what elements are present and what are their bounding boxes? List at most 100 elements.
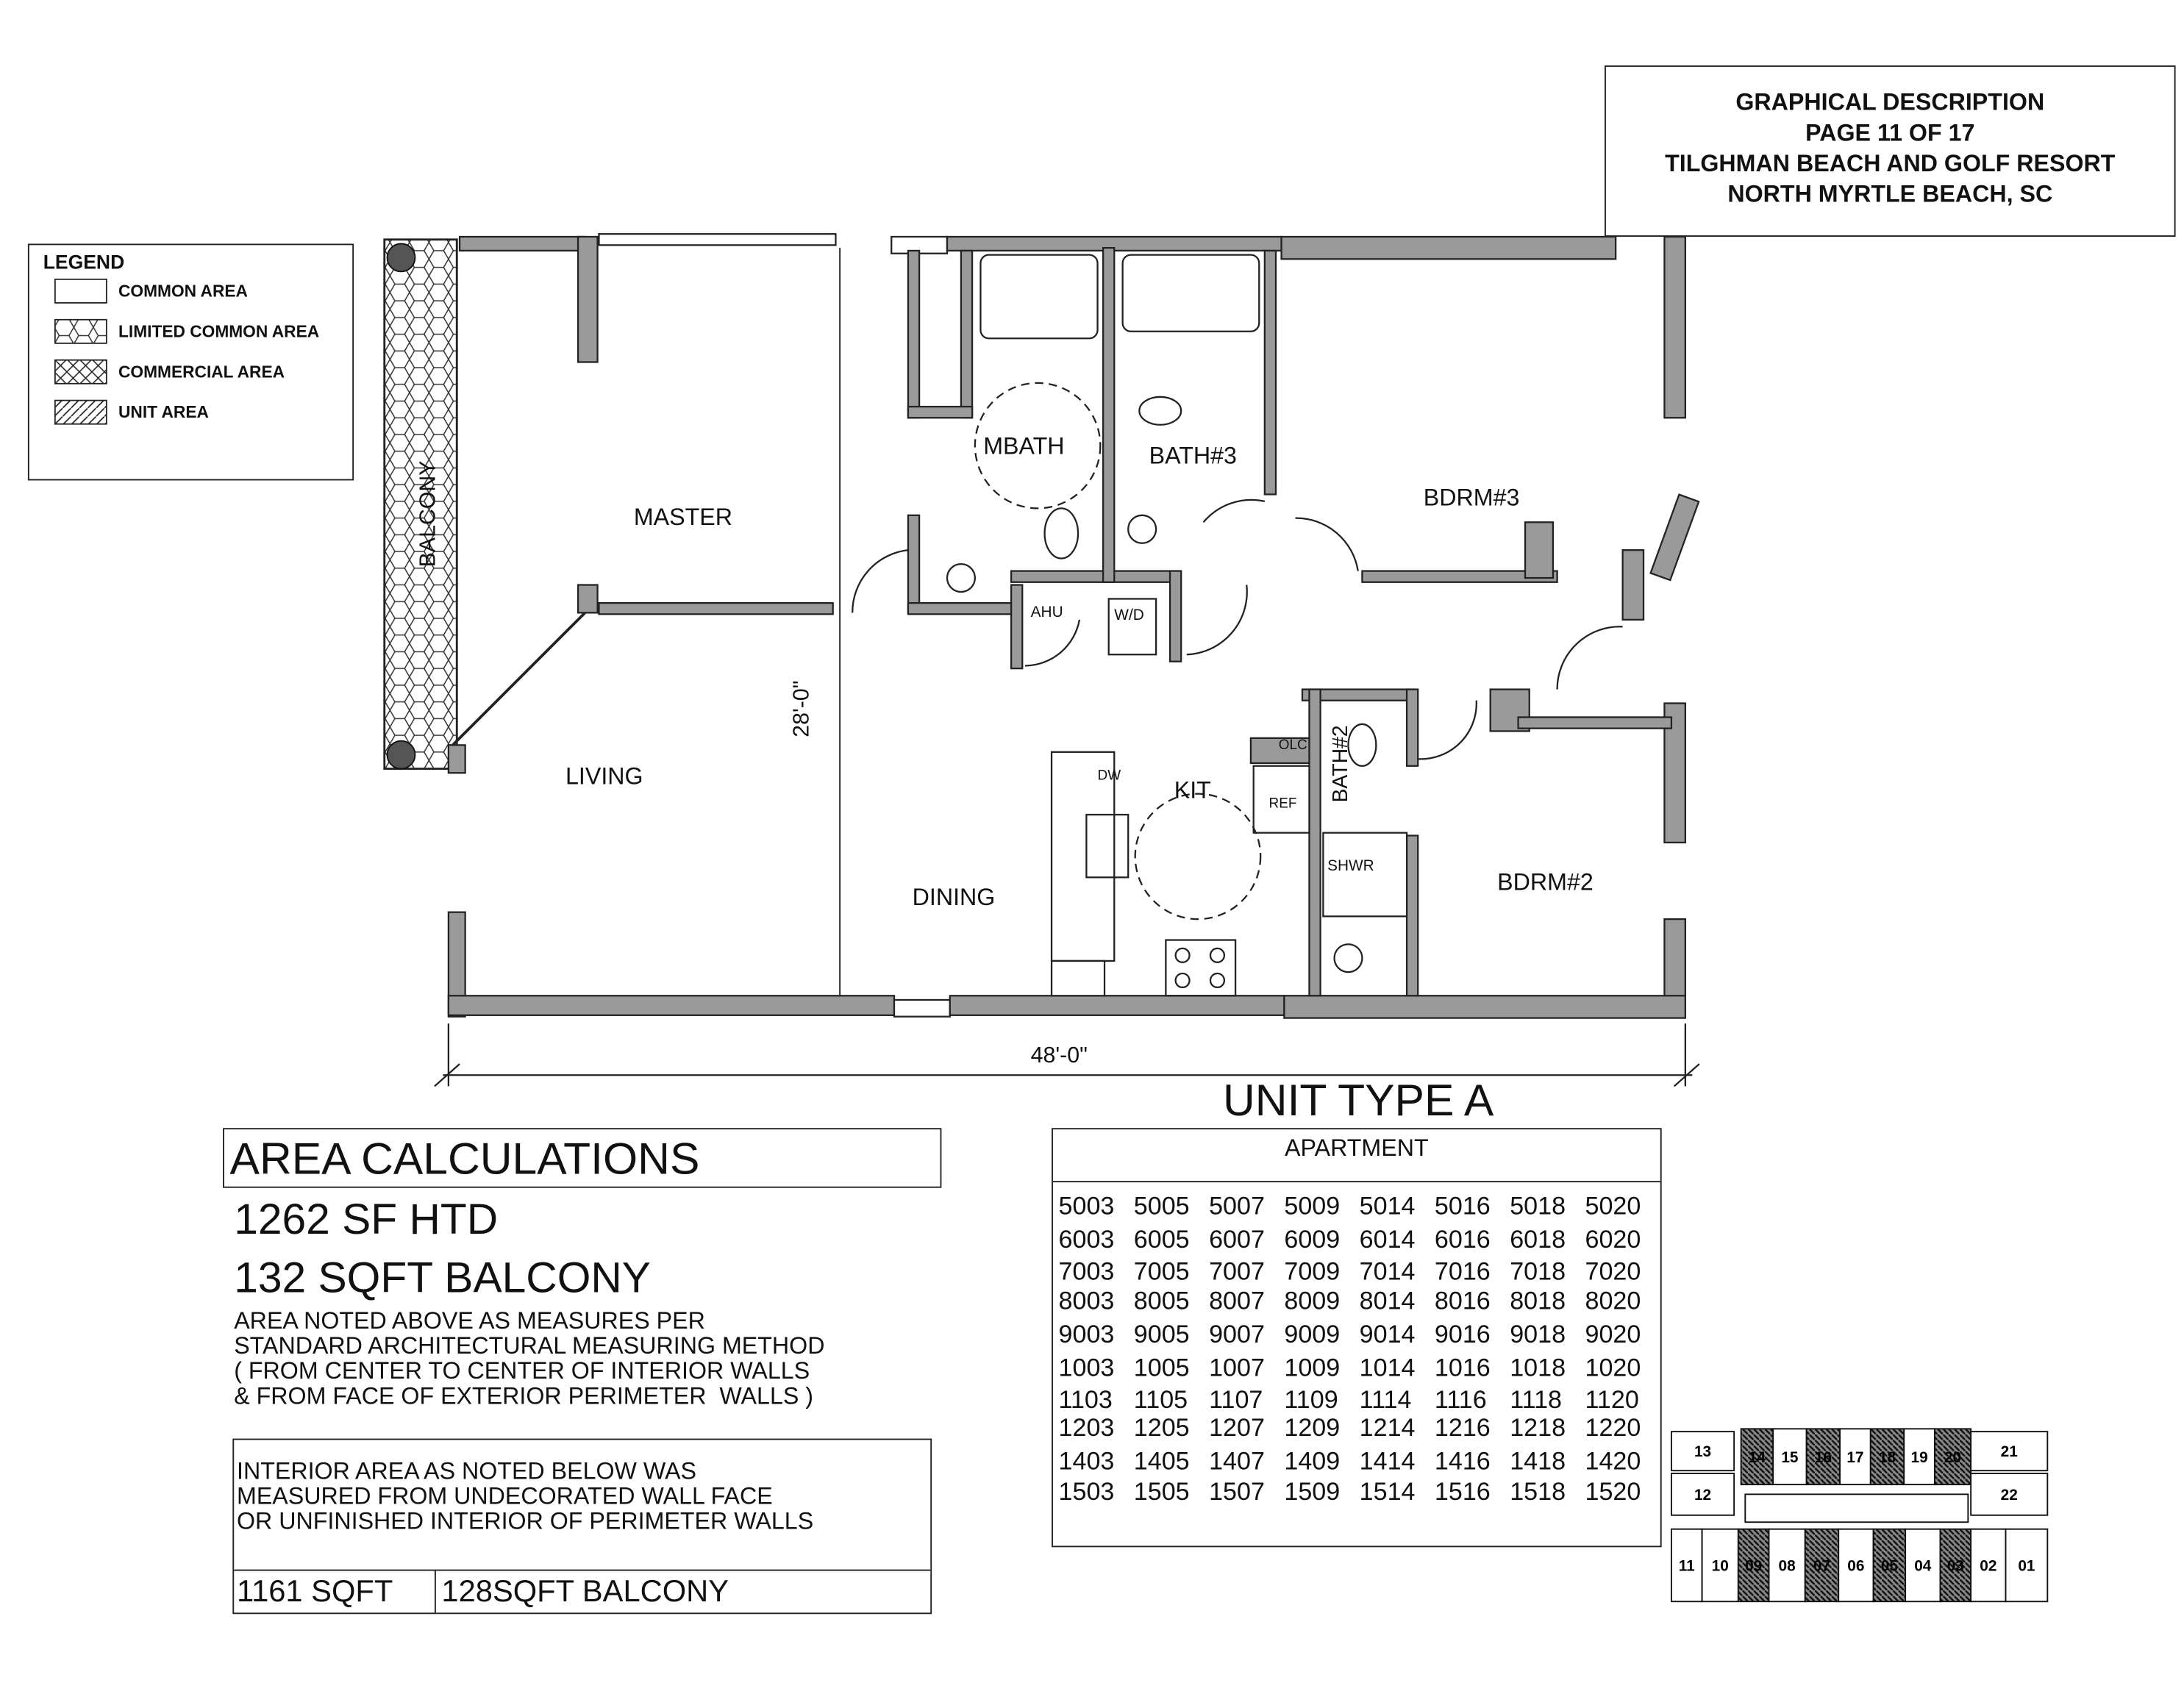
apartment-number: 8014 — [1359, 1287, 1416, 1315]
apartment-number: 1414 — [1359, 1446, 1416, 1475]
apartment-table-header: APARTMENT — [1052, 1129, 1660, 1183]
apartment-number: 7020 — [1585, 1257, 1641, 1286]
title-line: NORTH MYRTLE BEACH, SC — [1727, 181, 2053, 208]
room-label-bath2: BATH#2 — [1329, 725, 1353, 803]
key-plan-unit-label: 06 — [1847, 1558, 1864, 1575]
apartment-number: 1207 — [1209, 1413, 1265, 1442]
apartment-number: 1209 — [1284, 1413, 1341, 1442]
apartment-number: 1520 — [1585, 1477, 1641, 1506]
room-label-ref: REF — [1268, 796, 1297, 812]
title-line: PAGE 11 OF 17 — [1805, 119, 1975, 146]
room-label-kit: KIT — [1174, 776, 1211, 804]
apartment-number: 1118 — [1510, 1385, 1562, 1414]
balcony-area-value: 132 SQFT BALCONY — [234, 1253, 651, 1302]
apartment-number: 5007 — [1209, 1192, 1265, 1221]
key-plan-unit-shape — [1970, 1473, 2049, 1516]
room-label-balcony: BALCONY — [416, 460, 440, 568]
apartment-number: 8007 — [1209, 1287, 1265, 1315]
key-plan-unit: 13 — [1670, 1431, 1735, 1472]
key-plan-unit: 16 — [1805, 1428, 1841, 1486]
apartment-number: 1403 — [1058, 1446, 1115, 1475]
apartment-number: 1018 — [1510, 1354, 1566, 1382]
room-label-living: LIVING — [565, 762, 643, 790]
apartment-number: 7014 — [1359, 1257, 1416, 1286]
apartment-number: 8003 — [1058, 1287, 1115, 1315]
unit-type-heading: UNIT TYPE A — [1223, 1075, 1494, 1126]
key-plan-unit: 21 — [1970, 1431, 2049, 1472]
apartment-number: 1418 — [1510, 1446, 1566, 1475]
apartment-number: 9005 — [1133, 1320, 1190, 1348]
apartment-number: 1016 — [1434, 1354, 1491, 1382]
apartment-number: 5003 — [1058, 1192, 1115, 1221]
apartment-number: 7007 — [1209, 1257, 1265, 1286]
apartment-number: 5016 — [1434, 1192, 1491, 1221]
key-plan-unit: 17 — [1839, 1428, 1871, 1486]
key-plan-unit: 19 — [1903, 1428, 1935, 1486]
legend-title: LEGEND — [43, 250, 125, 274]
room-label-bath3: BATH#3 — [1149, 443, 1237, 470]
apartment-number: 9020 — [1585, 1320, 1641, 1348]
key-plan-unit-shape — [1670, 1473, 1735, 1516]
apartment-number: 5014 — [1359, 1192, 1416, 1221]
walls — [447, 233, 1700, 1019]
key-plan-unit-shape — [1670, 1528, 1703, 1603]
interior-balcony: 128SQFT BALCONY — [441, 1573, 729, 1609]
key-plan-unit-label: 07 — [1813, 1558, 1830, 1575]
key-plan-unit-label: 11 — [1679, 1558, 1695, 1575]
apartment-number: 1116 — [1434, 1385, 1487, 1414]
room-label-bdrm2: BDRM#2 — [1497, 868, 1594, 896]
key-plan-unit-shape — [1970, 1431, 2049, 1472]
title-block: GRAPHICAL DESCRIPTION PAGE 11 OF 17 TILG… — [1605, 65, 2176, 237]
apartment-number: 1514 — [1359, 1477, 1416, 1506]
apartment-number: 7003 — [1058, 1257, 1115, 1286]
apartment-number: 1109 — [1284, 1385, 1338, 1414]
hexagon-swatch-icon — [54, 318, 107, 344]
apartment-number: 1505 — [1133, 1477, 1190, 1506]
room-label-mbath: MBATH — [983, 433, 1065, 460]
key-plan-unit-label: 16 — [1815, 1449, 1832, 1466]
balcony-area — [383, 238, 458, 770]
apartment-number: 8016 — [1434, 1287, 1491, 1315]
key-plan-unit-label: 04 — [1914, 1558, 1932, 1575]
apartment-number: 1103 — [1058, 1385, 1113, 1414]
apartment-number: 6007 — [1209, 1225, 1265, 1254]
key-plan-unit: 08 — [1768, 1528, 1806, 1603]
legend-item-commercial: COMMERCIAL AREA — [54, 359, 285, 385]
key-plan-unit-label: 12 — [1694, 1487, 1711, 1504]
apartment-number: 5018 — [1510, 1192, 1566, 1221]
apartment-number: 1005 — [1133, 1354, 1190, 1382]
key-plan-unit: 18 — [1869, 1428, 1905, 1486]
apartment-number: 8009 — [1284, 1287, 1341, 1315]
key-plan-unit: 22 — [1970, 1473, 2049, 1516]
apartment-number: 1220 — [1585, 1413, 1641, 1442]
apartment-number: 1507 — [1209, 1477, 1265, 1506]
apartment-number: 1009 — [1284, 1354, 1341, 1382]
apartment-number: 6003 — [1058, 1225, 1115, 1254]
apartment-number: 1120 — [1585, 1385, 1639, 1414]
apartment-number: 1003 — [1058, 1354, 1115, 1382]
room-label-dining: DINING — [912, 884, 996, 911]
crosshatch-swatch-icon — [54, 359, 107, 385]
key-plan-unit: 01 — [2005, 1528, 2049, 1603]
apartment-number: 1407 — [1209, 1446, 1265, 1475]
key-plan-unit-label: 22 — [2001, 1487, 2018, 1504]
apartment-number: 9009 — [1284, 1320, 1341, 1348]
apartment-number: 9018 — [1510, 1320, 1566, 1348]
apartment-number: 1114 — [1359, 1385, 1412, 1414]
key-plan-unit-shape — [1768, 1528, 1806, 1603]
interior-sqft: 1161 SQFT — [234, 1570, 436, 1613]
key-plan-unit: 20 — [1933, 1428, 1972, 1486]
key-plan-unit-label: 08 — [1779, 1558, 1796, 1575]
apartment-number: 6009 — [1284, 1225, 1341, 1254]
apartment-number: 7018 — [1510, 1257, 1566, 1286]
depth-dimension: 28'-0" — [790, 680, 814, 737]
apartment-number: 1205 — [1133, 1413, 1190, 1442]
apartment-number: 8018 — [1510, 1287, 1566, 1315]
apartment-number: 1214 — [1359, 1413, 1416, 1442]
key-plan-unit-label: 13 — [1694, 1443, 1711, 1460]
